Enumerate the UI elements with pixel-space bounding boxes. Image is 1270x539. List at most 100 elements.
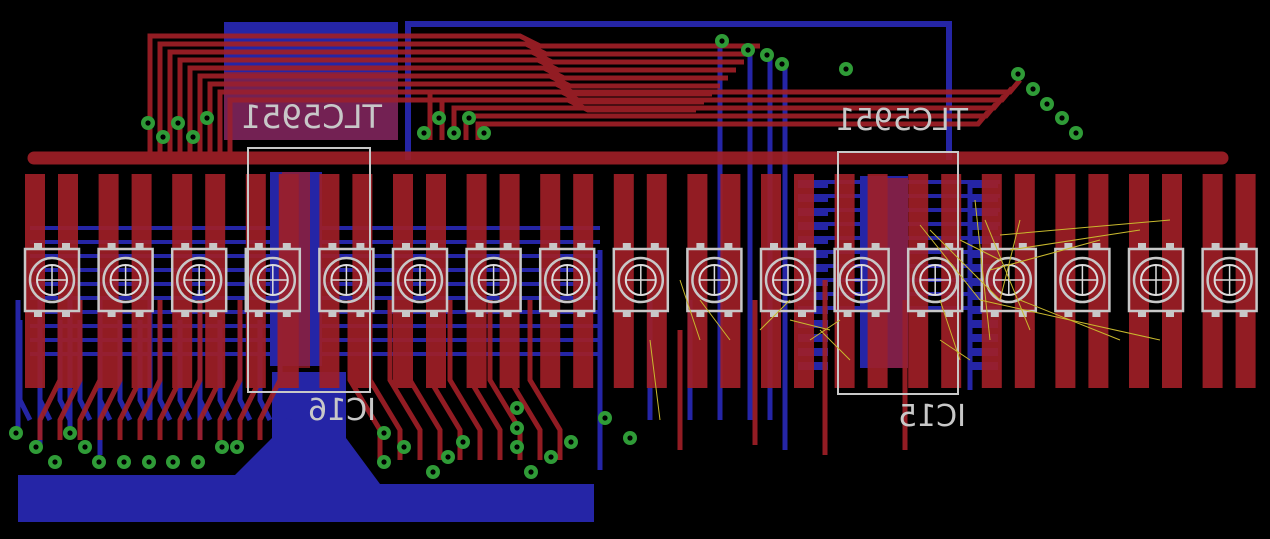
- via[interactable]: [377, 426, 391, 440]
- led-pad-b: [941, 174, 962, 388]
- via[interactable]: [839, 62, 853, 76]
- led-pad-a: [172, 174, 193, 388]
- led-pad-b: [352, 174, 373, 388]
- via[interactable]: [9, 426, 23, 440]
- led-pad-a: [613, 174, 634, 388]
- led-footprint[interactable]: [1127, 243, 1185, 317]
- via[interactable]: [1026, 82, 1040, 96]
- via[interactable]: [1011, 67, 1025, 81]
- led-pad-a: [834, 174, 855, 388]
- led-footprint[interactable]: [538, 243, 596, 317]
- led-footprint[interactable]: [1054, 243, 1111, 317]
- via[interactable]: [215, 440, 229, 454]
- via[interactable]: [510, 421, 524, 435]
- via[interactable]: [456, 435, 470, 449]
- ic15-part-label: TLC5951: [836, 103, 969, 138]
- via[interactable]: [92, 455, 106, 469]
- via[interactable]: [191, 455, 205, 469]
- led-pad-b: [794, 174, 814, 388]
- via[interactable]: [447, 126, 461, 140]
- via[interactable]: [166, 455, 180, 469]
- via[interactable]: [1055, 111, 1069, 125]
- led-pad-b: [1162, 174, 1182, 388]
- led-pad-a: [908, 174, 929, 388]
- via[interactable]: [117, 455, 131, 469]
- led-footprint[interactable]: [465, 243, 522, 317]
- led-pad-a: [98, 174, 119, 388]
- led-footprint[interactable]: [1201, 243, 1258, 317]
- via[interactable]: [230, 440, 244, 454]
- via[interactable]: [623, 431, 637, 445]
- led-pad-a: [540, 174, 561, 388]
- led-footprint[interactable]: [23, 243, 81, 317]
- via[interactable]: [477, 126, 491, 140]
- via[interactable]: [186, 130, 200, 144]
- led-footprint[interactable]: [170, 243, 228, 317]
- led-pad-b: [499, 174, 520, 388]
- led-pad-a: [1202, 174, 1223, 388]
- led-footprint[interactable]: [833, 243, 890, 317]
- via[interactable]: [741, 43, 755, 57]
- led-footprint[interactable]: [906, 243, 964, 317]
- ic15-ref-label: IC15: [898, 399, 966, 434]
- led-footprint[interactable]: [612, 243, 670, 317]
- airwires: [649, 199, 1171, 421]
- via[interactable]: [1069, 126, 1083, 140]
- led-footprint[interactable]: [391, 243, 449, 317]
- via[interactable]: [417, 126, 431, 140]
- via[interactable]: [510, 401, 524, 415]
- via[interactable]: [760, 48, 774, 62]
- led-footprint[interactable]: [686, 243, 743, 317]
- via[interactable]: [397, 440, 411, 454]
- led-pad-b: [58, 174, 78, 388]
- via[interactable]: [524, 465, 538, 479]
- via[interactable]: [141, 116, 155, 130]
- led-footprint[interactable]: [244, 243, 302, 317]
- silkscreen-layer: [23, 147, 1258, 395]
- led-footprint[interactable]: [318, 243, 375, 317]
- via[interactable]: [48, 455, 62, 469]
- ic16-outline: [247, 147, 371, 393]
- via[interactable]: [426, 465, 440, 479]
- led-pad-b: [1014, 174, 1035, 388]
- via[interactable]: [156, 130, 170, 144]
- led-footprint[interactable]: [980, 243, 1038, 317]
- led-pad-a: [1055, 174, 1076, 388]
- via[interactable]: [775, 57, 789, 71]
- top-copper-layer: [25, 33, 1256, 460]
- led-pad-a: [761, 174, 781, 388]
- ic16-ref-label: IC16: [308, 393, 376, 428]
- via[interactable]: [142, 455, 156, 469]
- led-pad-a: [981, 174, 1002, 388]
- via[interactable]: [1040, 97, 1054, 111]
- via[interactable]: [715, 34, 729, 48]
- via[interactable]: [63, 426, 77, 440]
- led-pad-b: [573, 174, 594, 388]
- via[interactable]: [441, 450, 455, 464]
- led-pad-b: [1088, 174, 1109, 388]
- vias[interactable]: [9, 34, 1083, 479]
- via[interactable]: [200, 111, 214, 125]
- led-pad-b: [131, 174, 152, 388]
- led-pad-a: [319, 174, 340, 388]
- via[interactable]: [171, 116, 185, 130]
- via[interactable]: [29, 440, 43, 454]
- ground-pour-bottom: [18, 372, 594, 522]
- via[interactable]: [564, 435, 578, 449]
- via[interactable]: [377, 455, 391, 469]
- via[interactable]: [78, 440, 92, 454]
- via[interactable]: [544, 450, 558, 464]
- led-pad-a: [1129, 174, 1149, 388]
- led-pad-a: [25, 174, 45, 388]
- led-pad-b: [1235, 174, 1256, 388]
- via[interactable]: [462, 111, 476, 125]
- via[interactable]: [510, 440, 524, 454]
- via[interactable]: [598, 411, 612, 425]
- led-footprint[interactable]: [97, 243, 154, 317]
- ic16-part-label: TLC5951: [241, 98, 383, 136]
- via[interactable]: [432, 111, 446, 125]
- led-pad-b: [646, 174, 667, 388]
- led-pad-a: [687, 174, 708, 388]
